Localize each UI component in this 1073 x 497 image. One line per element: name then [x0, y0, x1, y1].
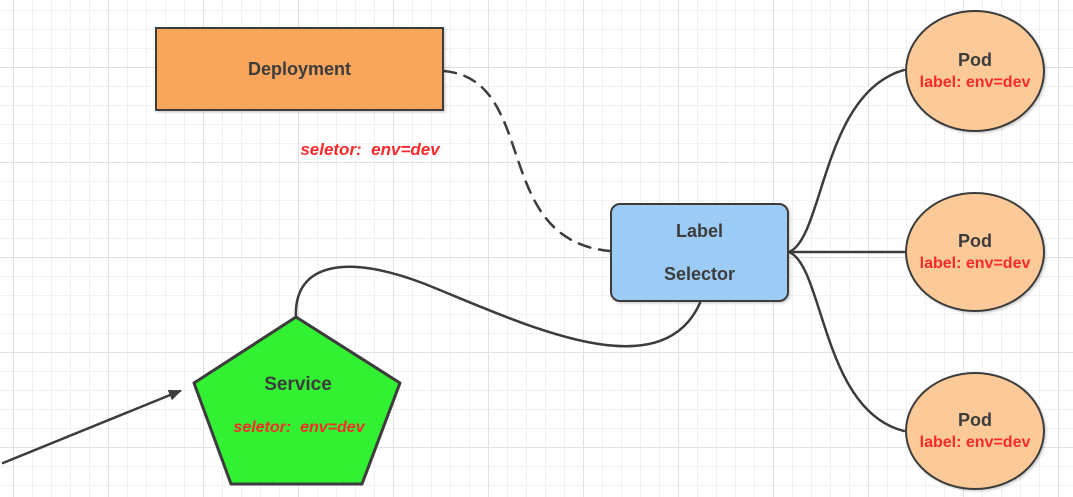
- edge-selector-to-pod-3[interactable]: [787, 250, 906, 433]
- edge-deployment-to-selector[interactable]: [442, 69, 612, 253]
- deployment-node[interactable]: Deployment: [155, 27, 444, 111]
- pod-2-label: label: env=dev: [919, 255, 1031, 272]
- pod-2-title: Pod: [958, 231, 992, 251]
- edge-service-to-selector[interactable]: [294, 265, 702, 348]
- edge-selector-to-pod-1[interactable]: [787, 68, 906, 254]
- edge-arrow-into-service[interactable]: [1, 389, 182, 465]
- service-label: Service: [264, 374, 332, 395]
- label-selector-line2: Selector: [663, 263, 736, 284]
- pod-node-3[interactable]: Pod label: env=dev: [905, 372, 1045, 490]
- pod-3-label: label: env=dev: [919, 434, 1031, 451]
- deployment-label: Deployment: [247, 58, 352, 79]
- pod-1-title: Pod: [958, 50, 992, 70]
- label-selector-node[interactable]: Label Selector: [610, 203, 789, 302]
- pod-3-title: Pod: [958, 410, 992, 430]
- service-selector-note: seletor: env=dev: [233, 419, 365, 436]
- service-node-shape[interactable]: [192, 315, 402, 486]
- pod-node-2[interactable]: Pod label: env=dev: [905, 192, 1045, 312]
- pod-node-1[interactable]: Pod label: env=dev: [905, 10, 1045, 132]
- label-selector-line1: Label: [675, 220, 723, 241]
- pod-1-label: label: env=dev: [919, 74, 1031, 91]
- deployment-selector-note: seletor: env=dev: [300, 140, 440, 159]
